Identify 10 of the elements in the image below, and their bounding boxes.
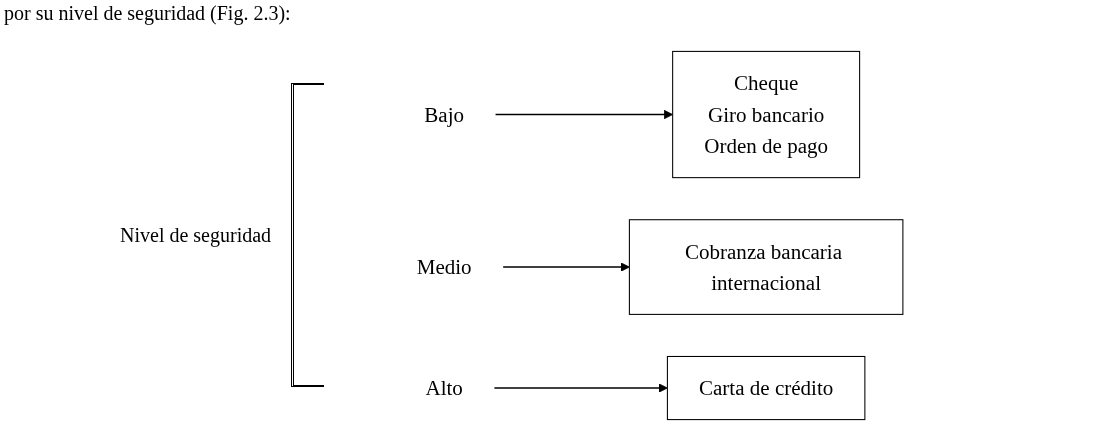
- node-text: Medio: [416, 254, 472, 279]
- node-box: Cobranza bancaria internacional: [628, 218, 904, 315]
- node-text: Alto: [425, 375, 463, 400]
- category-label: Nivel de seguridad: [120, 223, 272, 247]
- node-box: Carta de crédito: [666, 355, 866, 420]
- node-box: Cheque Giro bancario Orden de pago: [672, 50, 861, 178]
- intro-text: por su nivel de seguridad (Fig. 2.3):: [4, 2, 291, 25]
- arrow: [502, 261, 630, 272]
- node-text: Bajo: [424, 102, 465, 126]
- arrow: [493, 382, 668, 393]
